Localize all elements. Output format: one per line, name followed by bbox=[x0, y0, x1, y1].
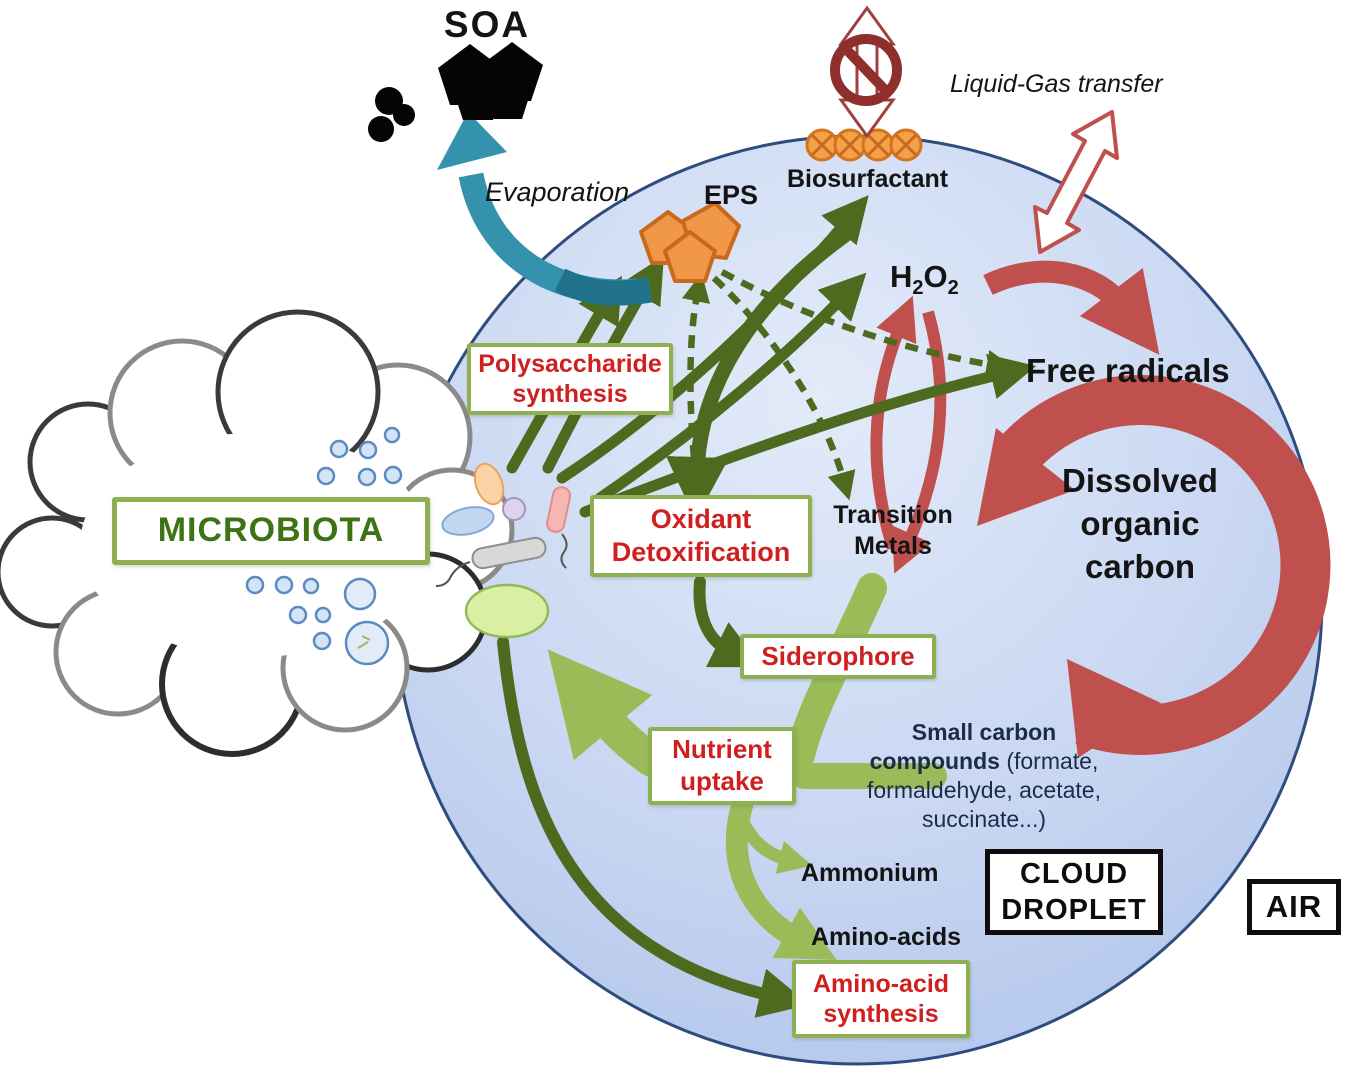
bacteria-icons bbox=[435, 462, 572, 639]
nutrient-uptake-box: Nutrient uptake bbox=[648, 727, 796, 805]
small-carbon-compounds-bold: Small carbon compounds bbox=[869, 719, 1057, 774]
air-box: AIR bbox=[1247, 879, 1341, 935]
no-transfer-icon bbox=[830, 34, 902, 106]
carbon-cycle-arrow-icon bbox=[977, 375, 1331, 758]
evaporation-label: Evaporation bbox=[485, 177, 630, 207]
biosurfactant-label: Biosurfactant bbox=[787, 165, 949, 193]
oxidant-detoxification-box: Oxidant Detoxification bbox=[590, 495, 812, 577]
liquid-gas-transfer-arrow-icon bbox=[1033, 110, 1119, 254]
amino-acids-label: Amino-acids bbox=[811, 923, 962, 951]
eps-label: EPS bbox=[704, 180, 759, 210]
soa-label: SOA bbox=[443, 4, 531, 45]
cloud-droplet-box: CLOUD DROPLET bbox=[985, 849, 1163, 935]
nutrient-flow-arrows-icon bbox=[547, 573, 947, 961]
h2o2-label: H2O2 bbox=[890, 259, 959, 300]
h2o2-o: O bbox=[923, 259, 948, 294]
metabolism-arrows-icon bbox=[497, 195, 1037, 1018]
transition-metals-label: Transition Metals bbox=[833, 501, 953, 561]
small-carbon-compounds-rest: (formate, formaldehyde, acetate, succina… bbox=[867, 747, 1101, 832]
small-carbon-compounds-label: Small carbon compounds (formate, formald… bbox=[858, 718, 1110, 834]
dissolved-organic-carbon-label: Dissolved organic carbon bbox=[1062, 462, 1218, 585]
amino-acid-synthesis-box: Amino-acid synthesis bbox=[792, 960, 970, 1038]
soa-particles-icon bbox=[368, 42, 543, 142]
biosurfactant-molecules-icon bbox=[805, 128, 923, 162]
evaporation-arrow-icon bbox=[437, 112, 653, 306]
ammonium-label: Ammonium bbox=[801, 859, 939, 887]
cloud-particle-dots-icon bbox=[245, 426, 403, 666]
h2o2-sub2: 2 bbox=[947, 277, 959, 300]
free-radicals-label: Free radicals bbox=[1026, 352, 1230, 389]
polysaccharide-synthesis-box: Polysaccharide synthesis bbox=[467, 343, 673, 415]
siderophore-box: Siderophore bbox=[740, 634, 936, 679]
eps-pentagons-icon bbox=[639, 201, 741, 283]
microbiota-box: MICROBIOTA bbox=[112, 497, 430, 565]
liquid-gas-transfer-label: Liquid-Gas transfer bbox=[950, 70, 1163, 98]
h2o2-sub1: 2 bbox=[912, 277, 924, 300]
radical-cycle-arrows-icon bbox=[870, 260, 1160, 574]
h2o2-h: H bbox=[890, 259, 913, 294]
